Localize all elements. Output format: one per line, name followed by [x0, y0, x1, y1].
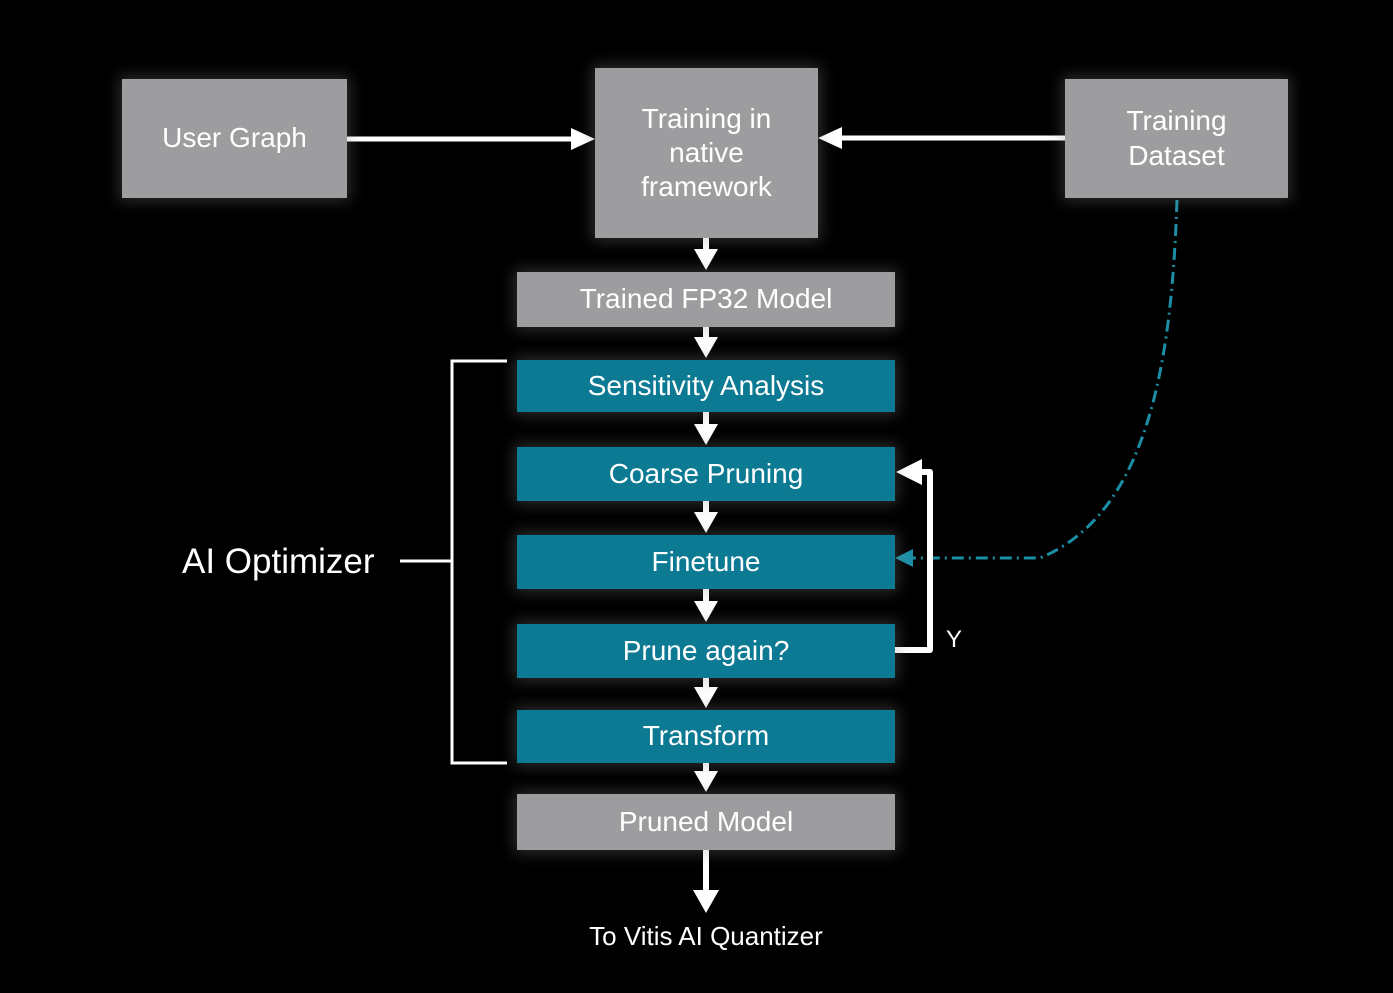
node-sensitivity-analysis: Sensitivity Analysis [517, 360, 895, 412]
arrowhead-loop-to-coarse-pruning [896, 459, 922, 485]
edge-dataset-to-finetune [912, 199, 1179, 560]
loop-yes-label: Y [946, 626, 963, 653]
node-prune-again: Prune again? [517, 624, 895, 678]
arrowhead-dataset-to-training [818, 127, 842, 149]
node-pruned-model-label: Pruned Model [618, 805, 794, 837]
ai-optimizer-group-label: AI Optimizer [182, 542, 375, 581]
node-training-dataset-label: Training Dataset [1126, 105, 1227, 171]
arrowhead-fp32-to-sensitivity [694, 337, 718, 358]
arrowhead-dataset-to-finetune [895, 549, 913, 567]
node-sensitivity-analysis-label: Sensitivity Analysis [587, 369, 825, 401]
arrowhead-transform-to-pruned [694, 771, 718, 792]
ai-optimizer-bracket [450, 359, 507, 765]
arrowhead-sensitivity-to-coarse [694, 424, 718, 445]
node-training-dataset: Training Dataset [1065, 79, 1288, 198]
node-prune-again-label: Prune again? [622, 634, 790, 666]
node-coarse-pruning-label: Coarse Pruning [608, 457, 804, 489]
node-finetune-label: Finetune [651, 545, 761, 577]
arrowhead-prune-again-to-transform [694, 687, 718, 708]
arrowhead-pruned-to-quantizer [693, 890, 719, 913]
node-training-native-framework: Training in native framework [595, 68, 818, 238]
output-to-quantizer-label: To Vitis AI Quantizer [589, 921, 823, 951]
arrowhead-training-to-fp32 [694, 249, 718, 270]
arrowhead-user-graph-to-training [571, 128, 595, 150]
node-pruned-model: Pruned Model [517, 794, 895, 850]
node-transform-label: Transform [642, 720, 770, 752]
node-transform: Transform [517, 710, 895, 763]
arrowhead-finetune-to-prune-again [694, 601, 718, 622]
arrowhead-coarse-to-finetune [694, 512, 718, 533]
node-training-native-framework-label: Training in native framework [641, 102, 772, 203]
node-coarse-pruning: Coarse Pruning [517, 447, 895, 501]
edge-prune-again-loop [895, 469, 933, 653]
node-finetune: Finetune [517, 535, 895, 589]
node-trained-fp32-model: Trained FP32 Model [517, 272, 895, 327]
node-trained-fp32-model-label: Trained FP32 Model [579, 283, 833, 315]
node-user-graph-label: User Graph [162, 122, 307, 154]
node-user-graph: User Graph [122, 79, 347, 198]
